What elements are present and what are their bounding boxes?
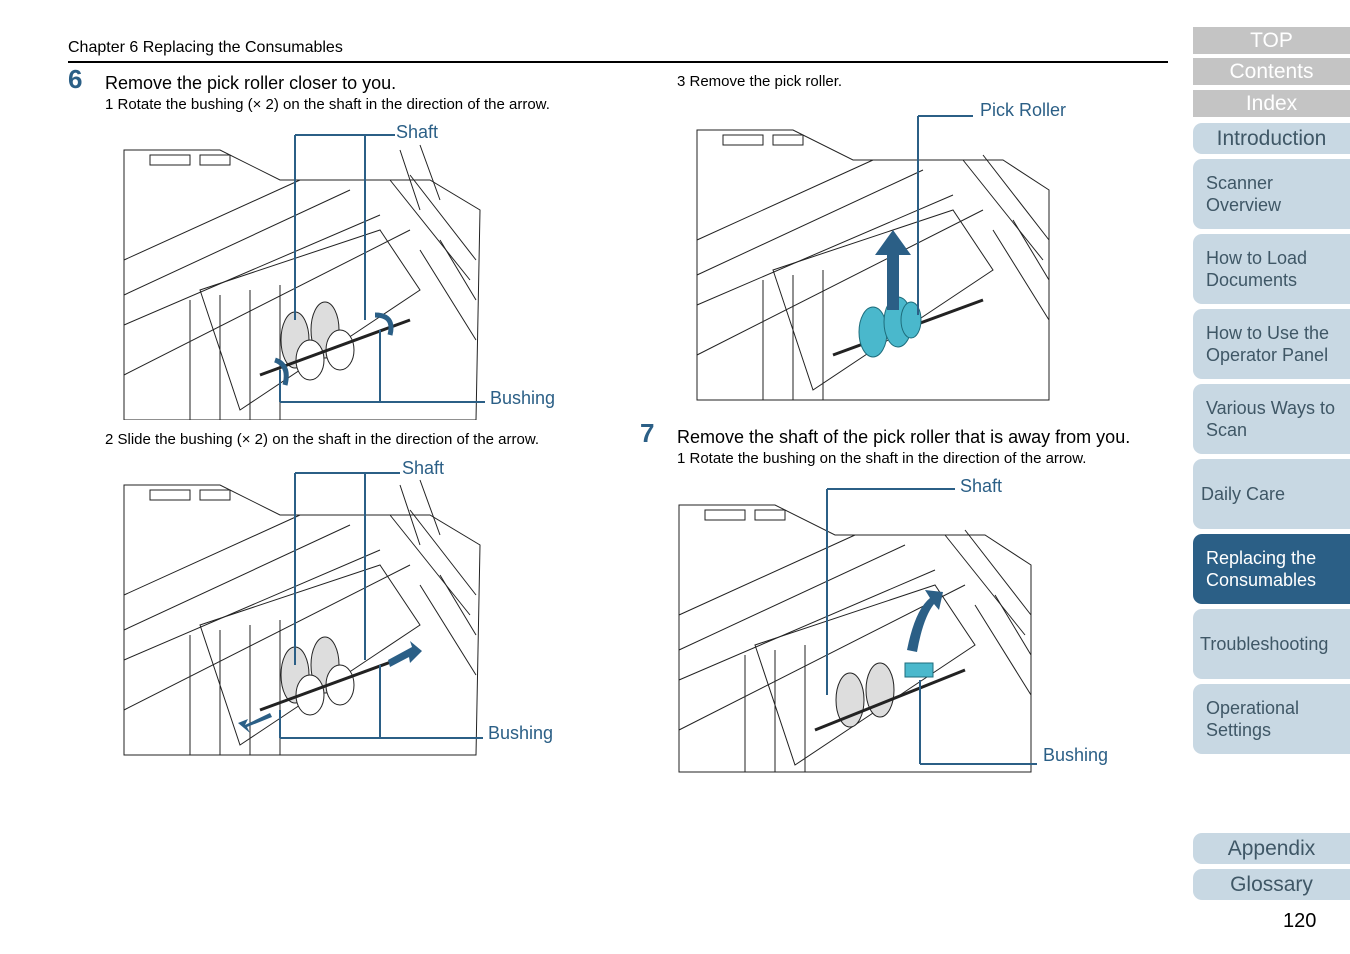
tab-label-line1: Troubleshooting bbox=[1200, 634, 1329, 654]
step-6-sub-1: 1 Rotate the bushing (× 2) on the shaft … bbox=[105, 96, 550, 113]
tab-label-line1: Daily Care bbox=[1201, 484, 1286, 504]
tab-label-line1: Scanner bbox=[1206, 173, 1274, 193]
nav-top-button[interactable]: TOP bbox=[1193, 27, 1350, 54]
figure-slide-bushings bbox=[123, 472, 483, 756]
tab-label-line2: Consumables bbox=[1206, 570, 1317, 590]
fig1-shaft-label: Shaft bbox=[396, 122, 439, 142]
tab-label-line1: How to Load bbox=[1206, 248, 1308, 268]
tab-label-line2: Overview bbox=[1206, 195, 1282, 215]
step-7-number: 7 bbox=[640, 418, 655, 448]
tab-glossary[interactable]: Glossary bbox=[1193, 869, 1350, 900]
fig2-shaft-label: Shaft bbox=[402, 458, 445, 478]
step-7-title: Remove the shaft of the pick roller that… bbox=[677, 427, 1131, 447]
header-divider bbox=[68, 61, 1168, 63]
figure-rotate-bushings bbox=[123, 134, 485, 420]
figure-remove-pick-roller bbox=[696, 115, 1050, 401]
tab-label-line2: Scan bbox=[1206, 420, 1248, 440]
figure-rotate-bushing-far bbox=[678, 488, 1037, 773]
tab-appendix[interactable]: Appendix bbox=[1193, 833, 1350, 864]
fig4-bushing-label: Bushing bbox=[1043, 745, 1109, 765]
page-number: 120 bbox=[1283, 910, 1317, 932]
chapter-header: Chapter 6 Replacing the Consumables bbox=[68, 39, 343, 56]
tab-label-line1: How to Use the bbox=[1206, 323, 1330, 343]
tab-label-line1: Operational bbox=[1206, 698, 1300, 718]
nav-index-button[interactable]: Index bbox=[1193, 90, 1350, 117]
tab-introduction[interactable]: Introduction bbox=[1193, 123, 1350, 154]
step-6-sub-3: 3 Remove the pick roller. bbox=[677, 73, 843, 90]
tab-label-line2: Settings bbox=[1206, 720, 1272, 740]
step-6-title: Remove the pick roller closer to you. bbox=[105, 73, 397, 93]
step-6-sub-2: 2 Slide the bushing (× 2) on the shaft i… bbox=[105, 431, 540, 448]
step-6-number: 6 bbox=[68, 64, 83, 94]
fig3-pick-roller-label: Pick Roller bbox=[980, 100, 1067, 120]
tab-label-line2: Operator Panel bbox=[1206, 345, 1329, 365]
tab-troubleshooting[interactable]: Troubleshooting bbox=[1193, 609, 1350, 679]
nav-contents-button[interactable]: Contents bbox=[1193, 58, 1350, 85]
step-7-sub-1: 1 Rotate the bushing on the shaft in the… bbox=[677, 450, 1087, 467]
tab-label-line2: Documents bbox=[1206, 270, 1298, 290]
tab-label-line1: Various Ways to bbox=[1206, 398, 1336, 418]
fig2-bushing-label: Bushing bbox=[488, 723, 554, 743]
tab-label-line1: Replacing the bbox=[1206, 548, 1317, 568]
tab-daily-care[interactable]: Daily Care bbox=[1193, 459, 1350, 529]
fig4-shaft-label: Shaft bbox=[960, 476, 1003, 496]
fig1-bushing-label: Bushing bbox=[490, 388, 556, 408]
